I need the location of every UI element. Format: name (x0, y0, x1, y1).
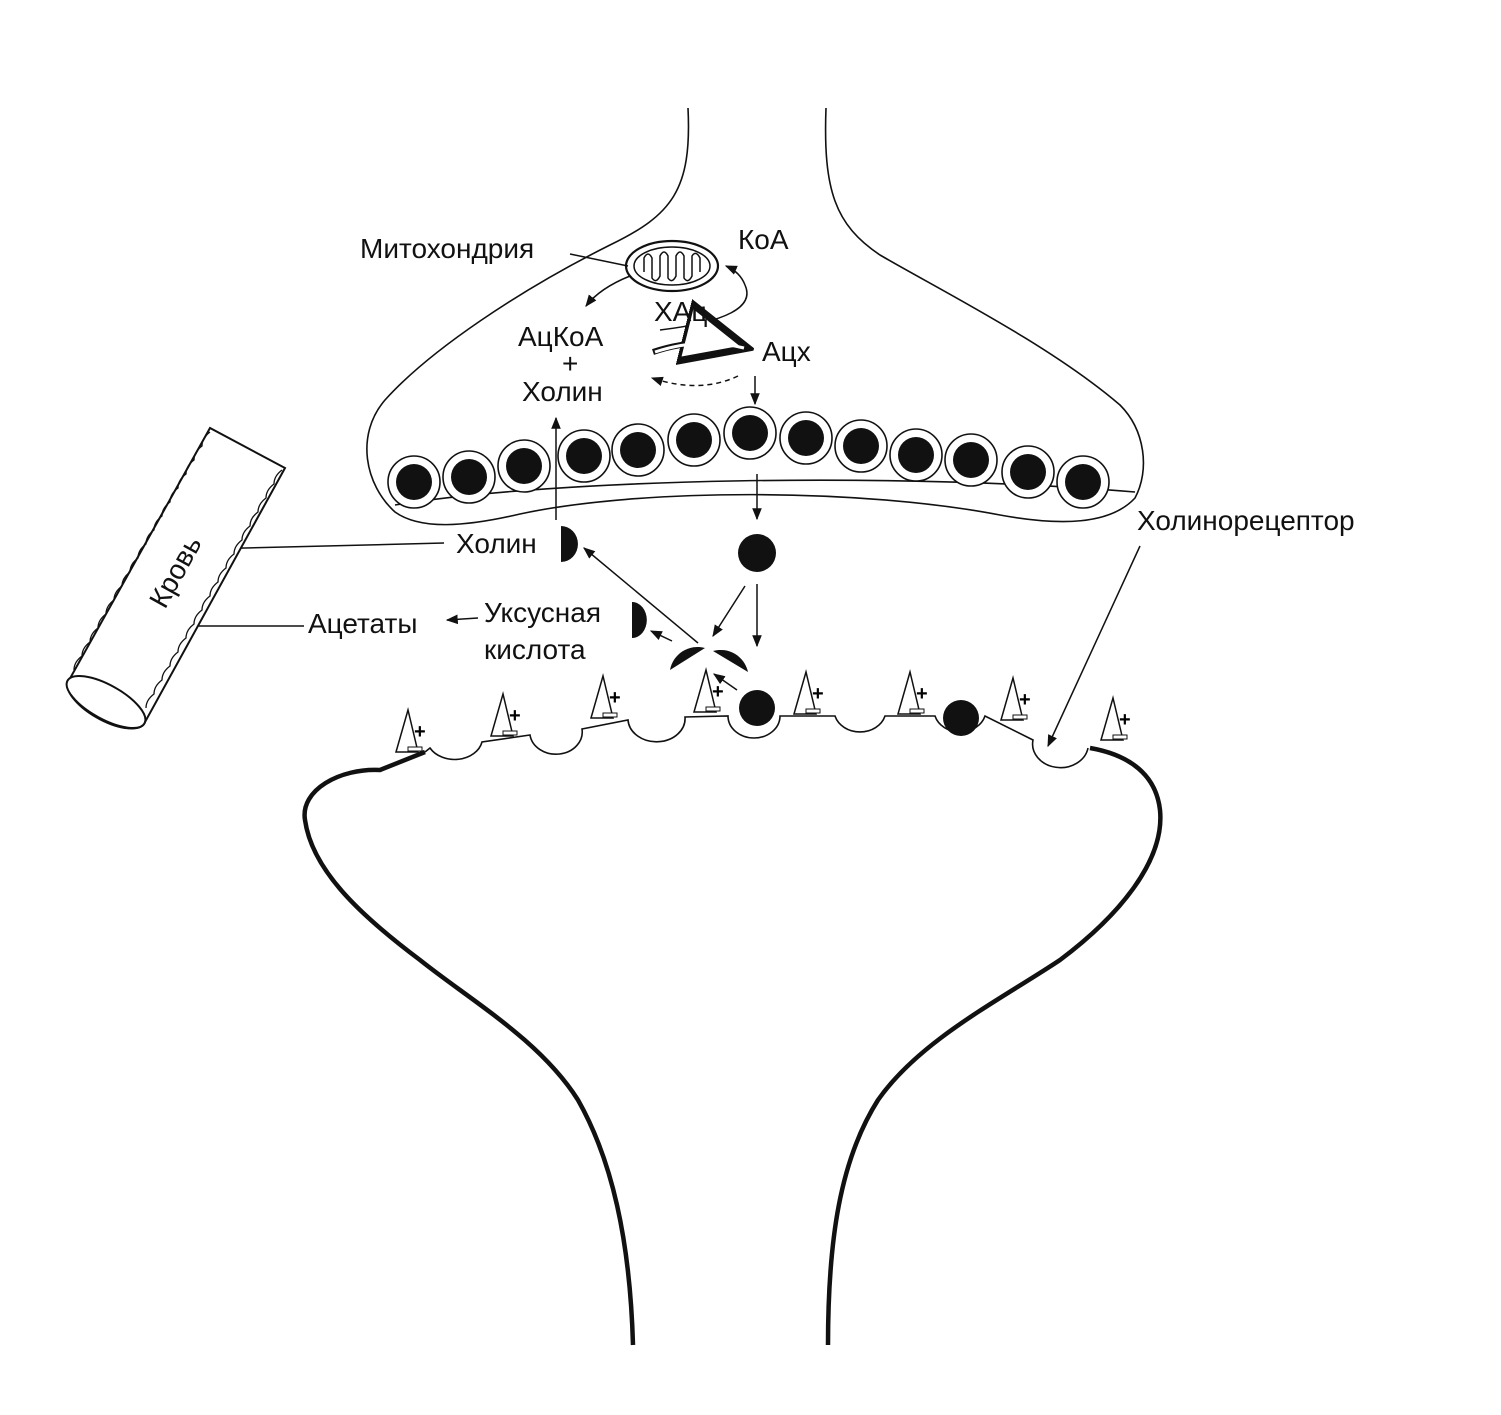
ach-bound-1 (739, 690, 775, 726)
choline-half-cleft (561, 526, 578, 562)
acetylcholine-quantum (506, 448, 542, 484)
charge-plus-sign: + (414, 721, 426, 743)
vesicle-row (387, 406, 1110, 509)
acetylcholine-quantum (953, 442, 989, 478)
charge-minus-sign (705, 706, 721, 712)
postsynaptic-membrane (424, 714, 1089, 769)
charge-plus-sign: + (916, 683, 928, 705)
charge-plus-sign: + (609, 687, 621, 709)
charge-plus-sign: + (812, 683, 824, 705)
charge-minus-sign (1012, 714, 1028, 720)
acetylcholine-quantum (788, 420, 824, 456)
label-mitochondria: Митохондрия (360, 233, 534, 264)
charge-minus-sign (1112, 734, 1128, 740)
arrow-receptor-to-hydrolysis (713, 673, 738, 691)
label-chat: ХАц (654, 296, 707, 327)
label-choline-top: Холин (522, 376, 603, 407)
postsynaptic-cell-right (825, 745, 1163, 1346)
charge-minus-sign (502, 730, 518, 736)
blood-vessel (65, 426, 287, 730)
label-acetates: Ацетаты (308, 608, 417, 639)
label-coa: КоА (738, 224, 789, 255)
receptor-site (897, 669, 921, 715)
acetylcholine-quantum (1065, 464, 1101, 500)
acetylcholine-quantum (843, 428, 879, 464)
charge-plus-sign: + (509, 705, 521, 727)
receptor-site (1100, 695, 1124, 741)
acetylcholine-quantum (732, 415, 768, 451)
mitochondria-leader-line (569, 253, 629, 267)
acetylcholine-quantum (676, 422, 712, 458)
label-choline-cleft: Холин (456, 528, 537, 559)
arrow-acetic-to-acetates (445, 614, 479, 625)
charge-plus-sign: + (1019, 689, 1031, 711)
ach-bound-2 (943, 700, 979, 736)
mitochondria (624, 239, 720, 293)
receptor-site (793, 669, 817, 715)
acetate-half-right (713, 649, 748, 672)
label-ach: Ацх (762, 336, 811, 367)
receptor-site (395, 707, 419, 753)
charge-minus-sign (407, 746, 423, 752)
arrow-choline-to-blood (204, 542, 445, 554)
receptor-site (490, 691, 514, 737)
charge-minus-sign (909, 708, 925, 714)
ach-molecule-cleft (738, 534, 776, 572)
charge-plus-sign: + (1119, 709, 1131, 731)
acetylcholine-quantum (620, 432, 656, 468)
acetylcholine-quantum (451, 459, 487, 495)
arrow-to-acetic-acid (649, 630, 673, 642)
acetylcholine-quantum (566, 438, 602, 474)
label-acetyl-coa: АцКоА (518, 321, 604, 352)
label-plus: + (562, 348, 578, 379)
acetylcholine-quantum (898, 437, 934, 473)
charge-minus-sign (805, 708, 821, 714)
charge-minus-sign (602, 712, 618, 718)
acetic-acid-half (632, 602, 647, 638)
choline-half-left (670, 646, 705, 670)
dashed-arrow-ach-to-choline (650, 375, 739, 387)
arrow-cholinoreceptor (1047, 545, 1141, 748)
label-acetic-acid-2: кислота (484, 634, 586, 665)
arrow-ach-to-hydrolysis (712, 585, 746, 638)
label-cholinoreceptor: Холинорецептор (1137, 505, 1355, 536)
postsynaptic-cell (302, 749, 636, 1346)
charge-plus-sign: + (712, 681, 724, 703)
receptor-site (1000, 675, 1024, 721)
label-acetic-acid-1: Уксусная (484, 597, 601, 628)
arrow-mito-to-accoa (585, 275, 631, 307)
acetylcholine-quantum (396, 464, 432, 500)
presynaptic-terminal (366, 107, 1145, 526)
receptor-sites: + + + + + + + + (395, 667, 1131, 753)
receptor-site (693, 667, 717, 713)
acetylcholine-quantum (1010, 454, 1046, 490)
arrow-to-choline (583, 547, 699, 644)
receptor-site (590, 673, 614, 719)
